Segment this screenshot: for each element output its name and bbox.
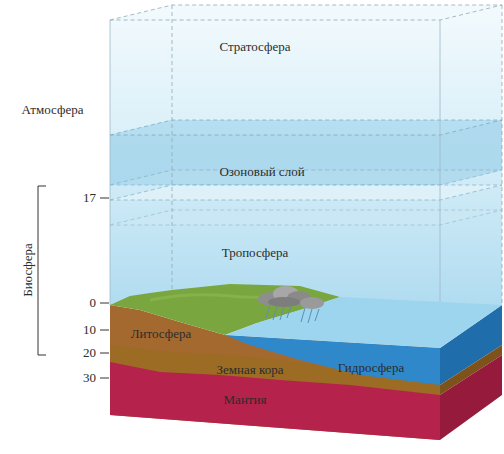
- box-back-edge: [172, 5, 173, 290]
- sphere-label: Атмосфера: [5, 102, 100, 118]
- layer-band: Озоновый слой: [192, 162, 332, 180]
- biosphere-bracket: [38, 186, 46, 355]
- box-back-edge: [502, 5, 503, 305]
- tropopause-plane: [110, 210, 502, 225]
- height-value: 17: [66, 190, 96, 206]
- layer-name: Гидросфера: [338, 360, 404, 375]
- ground-layer: Мантия: [200, 390, 290, 408]
- scale-ticks: [100, 198, 109, 378]
- depth-value: 20: [66, 345, 96, 361]
- ozone-band: [110, 120, 502, 185]
- ozone-top-plane: [110, 120, 502, 135]
- ozone-bottom-plane: [110, 170, 502, 185]
- layer-band: Тропосфера: [185, 243, 325, 261]
- box-top-edge: [110, 5, 502, 20]
- mantle-side: [440, 355, 502, 440]
- depth-value: 10: [66, 322, 96, 338]
- layer-name: Мантия: [224, 392, 267, 407]
- layer-name: Земная кора: [217, 362, 284, 377]
- layer-name: Озоновый слой: [219, 164, 304, 179]
- rain-cloud: [258, 286, 324, 323]
- tropopause-plane: [110, 185, 502, 200]
- ground-layer: Литосфера: [115, 324, 207, 342]
- layer-band: Стратосфера: [185, 37, 325, 55]
- layer-name: Литосфера: [131, 326, 192, 341]
- box-front-edge: [110, 20, 111, 305]
- layer-name: Стратосфера: [220, 39, 291, 54]
- water-layer: Гидросфера: [325, 358, 417, 376]
- box-front-edge: [440, 20, 441, 345]
- atmosphere-volume: [110, 5, 502, 345]
- sphere-label: Биосфера: [20, 225, 36, 315]
- height-value: 0: [66, 295, 96, 311]
- depth-value: 30: [66, 370, 96, 386]
- layer-name: Тропосфера: [222, 245, 289, 260]
- ground-layer: Земная кора: [195, 360, 305, 378]
